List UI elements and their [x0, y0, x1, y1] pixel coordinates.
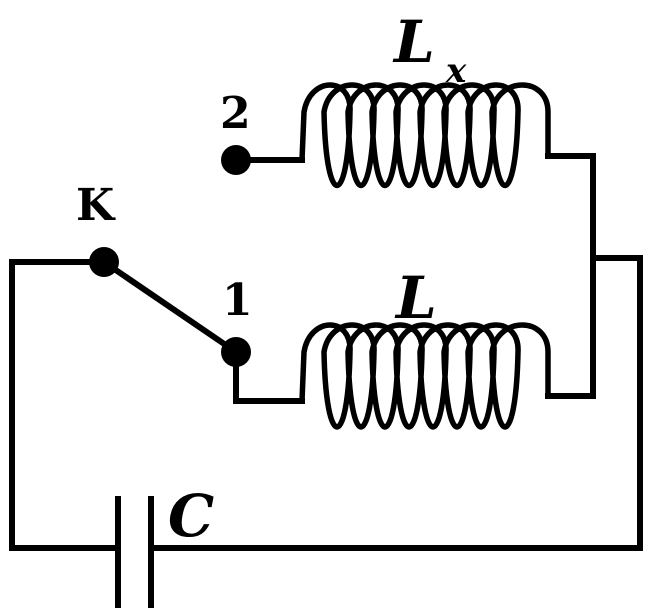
inductor-lx-subscript: x: [445, 51, 467, 91]
inductor-lx-coil: [299, 82, 551, 188]
switch-label: K: [76, 180, 116, 231]
inductor-l-coil: [299, 322, 551, 430]
switch-lever: [99, 257, 241, 357]
wire-branch-1: [233, 349, 305, 404]
wire-bottom-right: [150, 255, 643, 551]
wire-junction: [545, 153, 596, 399]
contact-1-label: 1: [222, 275, 253, 326]
contact-2-label: 2: [220, 88, 251, 139]
contact-2-node: [221, 145, 251, 175]
inductor-l-label: L: [394, 264, 437, 332]
switch-pivot-node: [89, 247, 119, 277]
capacitor-label: C: [168, 482, 214, 550]
inductor-lx-label: L: [392, 8, 435, 76]
contact-1-node: [221, 337, 251, 367]
wire-left-loop: [9, 259, 119, 551]
